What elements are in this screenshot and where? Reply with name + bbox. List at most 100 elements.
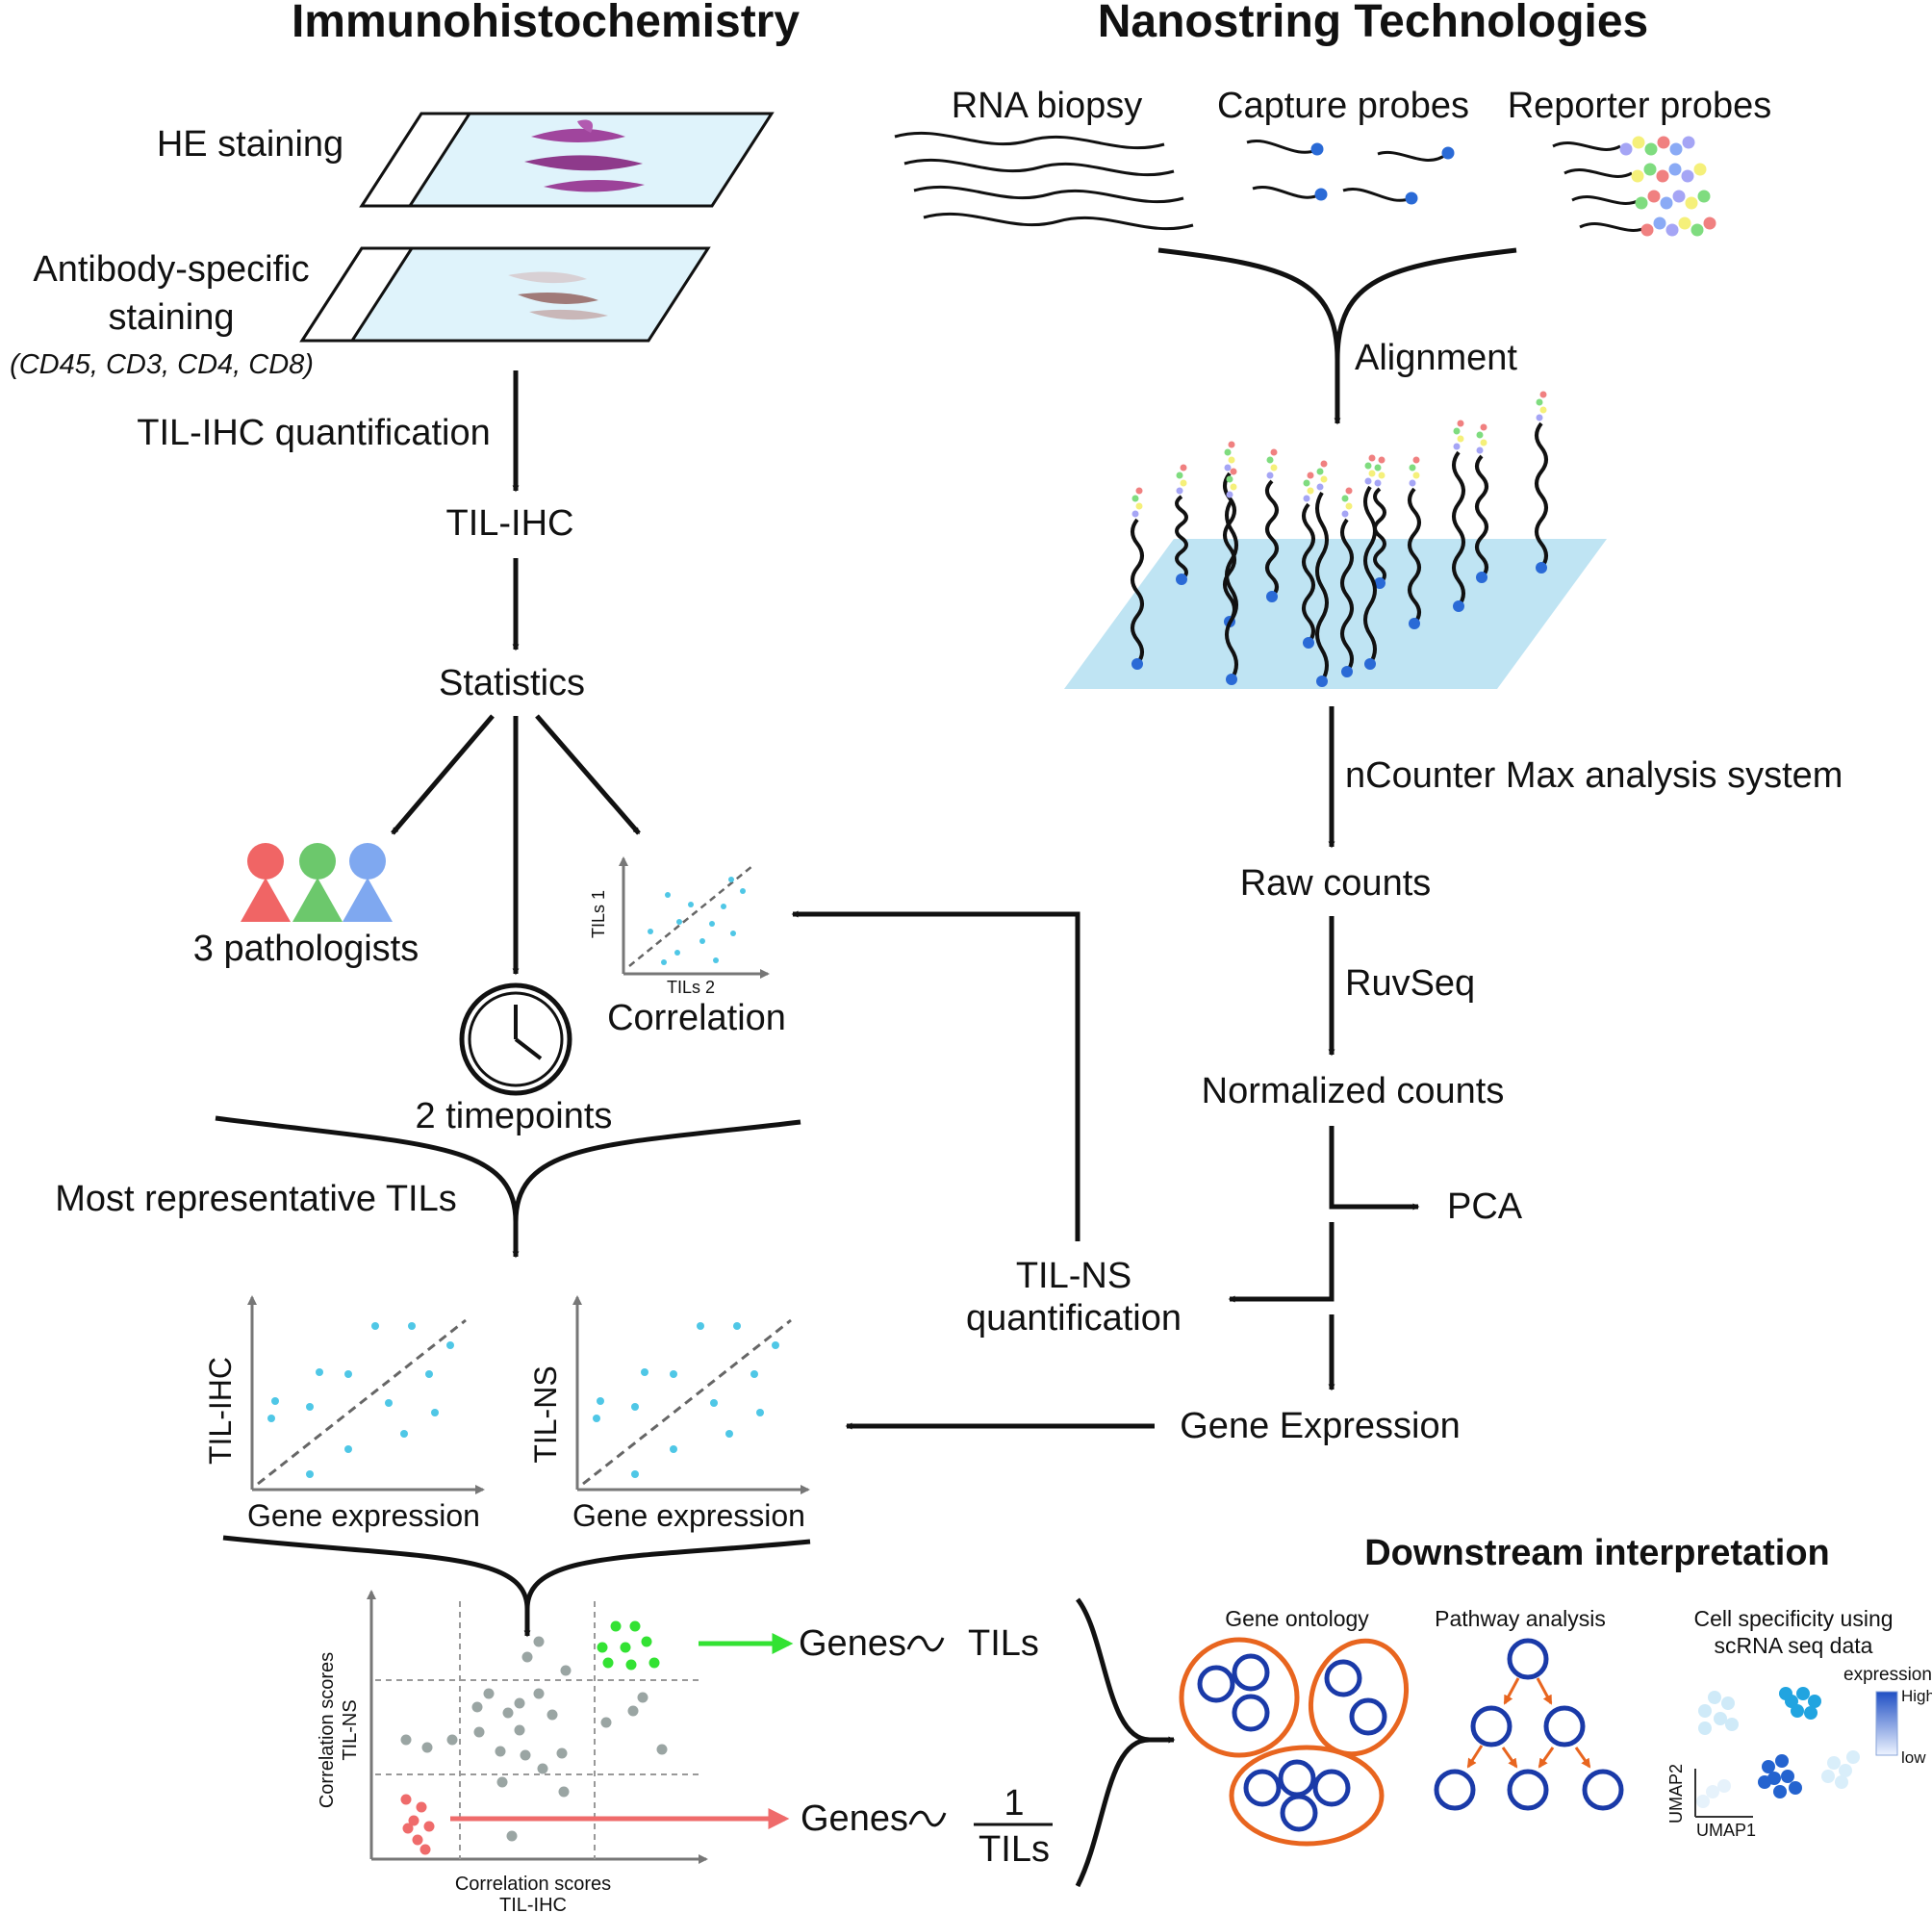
negative-gene-dot	[412, 1834, 423, 1846]
reporter-bead	[1703, 217, 1716, 230]
reporter-bead	[1266, 456, 1274, 464]
label-scatter-left-y: TIL-IHC	[203, 1357, 238, 1465]
heading-nanostring: Nanostring Technologies	[1098, 0, 1648, 47]
scatter-dot	[344, 1370, 352, 1378]
correlation-dot	[721, 904, 726, 909]
reporter-bead	[1635, 196, 1648, 210]
arrow-to-pathologists	[391, 714, 495, 835]
scatter-dot	[431, 1409, 439, 1416]
label-cell-specificity-line2: scRNA seq data	[1715, 1633, 1873, 1658]
reporter-bead	[1378, 456, 1385, 464]
reporter-bead	[1539, 391, 1547, 398]
scatter-dot	[385, 1399, 393, 1407]
reporter-bead	[1693, 163, 1707, 176]
antibody-slide	[299, 246, 711, 343]
chip-strand	[1475, 454, 1488, 579]
scatter-dot	[631, 1403, 639, 1411]
merge-brace-downstream	[1075, 1597, 1152, 1888]
umap-cell-dot	[1779, 1687, 1792, 1700]
reporter-bead	[1228, 441, 1235, 448]
chip-strand	[1265, 479, 1279, 599]
chip-strand	[1363, 485, 1377, 666]
correlation-dot	[728, 877, 734, 882]
gene-dot	[556, 1747, 568, 1759]
umap-cell-dot	[1789, 1781, 1802, 1795]
reporter-bead	[1368, 454, 1376, 462]
scatter-dot	[670, 1445, 677, 1453]
negative-gene-dot	[408, 1815, 419, 1826]
gene-dot	[502, 1707, 514, 1719]
label-genes-negative: Genes	[801, 1798, 908, 1839]
positive-gene-dot	[602, 1657, 614, 1669]
reporter-bead	[1228, 456, 1235, 464]
umap-cell-dot	[1808, 1695, 1821, 1708]
reporter-bead	[1412, 472, 1420, 479]
correlation-dot	[730, 931, 736, 936]
correlation-dot	[688, 902, 694, 907]
reporter-bead	[1364, 462, 1372, 470]
chip-strand	[1223, 472, 1236, 624]
reporter-bead	[1226, 475, 1233, 483]
reporter-bead	[1665, 223, 1679, 237]
reporter-bead	[1678, 217, 1691, 230]
capture-bead	[1364, 658, 1376, 670]
negative-gene-dot	[402, 1823, 414, 1834]
reporter-bead	[1135, 487, 1143, 495]
correlation-mini-dots	[648, 877, 746, 965]
label-scatter-right-x: Gene expression	[572, 1498, 805, 1533]
label-pathway-analysis: Pathway analysis	[1435, 1606, 1606, 1631]
reporter-bead	[1341, 495, 1349, 502]
reporter-bead	[1656, 169, 1669, 183]
umap-cell-dot	[1714, 1712, 1727, 1725]
negative-gene-dot	[419, 1844, 431, 1855]
correlation-dot	[661, 959, 667, 965]
reporter-bead	[1224, 464, 1232, 472]
reporter-bead	[1619, 142, 1633, 156]
scatter-dot	[593, 1415, 600, 1422]
reporter-bead	[1341, 510, 1349, 518]
reporter-bead	[1697, 190, 1711, 203]
scatter-dot	[710, 1399, 718, 1407]
reporter-strand	[1563, 168, 1633, 178]
reporter-bead	[1409, 464, 1416, 472]
capture-bead	[1176, 574, 1187, 585]
capture-bead	[1266, 591, 1278, 602]
scatter-dot	[670, 1370, 677, 1378]
correlation-dot	[674, 950, 680, 956]
scatter-dot	[344, 1445, 352, 1453]
quadrant-dots	[400, 1620, 668, 1855]
umap-cell-dot	[1698, 1704, 1712, 1718]
chip-strand	[1452, 450, 1465, 608]
reporter-bead	[1320, 475, 1328, 483]
reporter-bead	[1180, 464, 1187, 472]
scatter-dot	[425, 1370, 433, 1378]
reporter-bead	[1270, 464, 1278, 472]
umap-cell-dot	[1773, 1785, 1787, 1798]
chip-probes	[1131, 391, 1548, 687]
gene-dot	[473, 1726, 485, 1738]
reporter-bead	[1536, 414, 1543, 421]
negative-gene-dot	[416, 1801, 427, 1813]
reporter-bead	[1453, 443, 1461, 450]
gene-dot	[537, 1763, 548, 1774]
reporter-bead	[1364, 477, 1372, 485]
label-umap2: UMAP2	[1666, 1764, 1686, 1824]
reporter-bead	[1131, 510, 1139, 518]
reporter-bead	[1653, 217, 1666, 230]
tilde-negative-icon	[908, 1810, 947, 1827]
label-corr-y-axis: TILs 1	[589, 890, 608, 938]
umap-axes	[1694, 1769, 1753, 1818]
reporter-bead	[1647, 190, 1661, 203]
gene-dot	[400, 1734, 412, 1746]
capture-bead	[1453, 600, 1464, 612]
label-til-ns-line2: quantification	[966, 1298, 1182, 1339]
reporter-bead	[1266, 472, 1274, 479]
rna-strands-icon	[894, 131, 1194, 231]
reporter-bead	[1453, 427, 1461, 435]
gene-dot	[483, 1688, 495, 1699]
label-pathologists: 3 pathologists	[193, 929, 419, 969]
gene-dot	[506, 1830, 518, 1842]
positive-gene-dot	[597, 1642, 608, 1653]
capture-probes-icon	[1246, 140, 1455, 205]
umap-cell-dot	[1835, 1775, 1848, 1789]
